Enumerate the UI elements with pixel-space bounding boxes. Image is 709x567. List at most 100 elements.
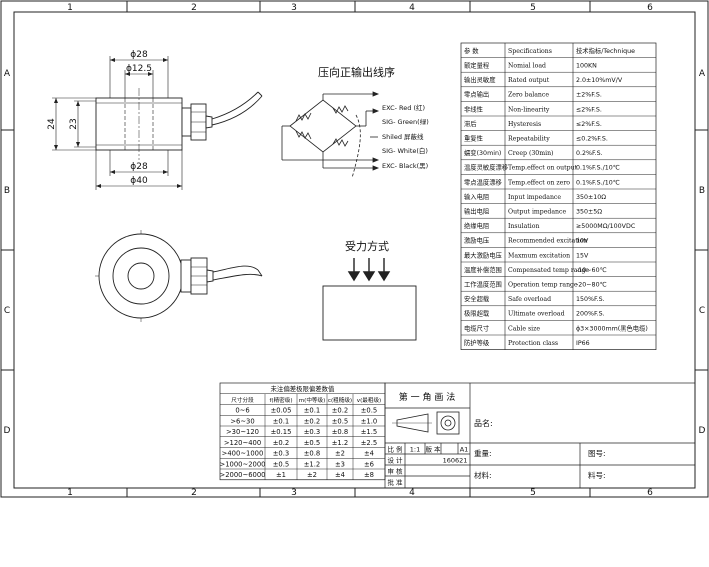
tolerance-cell: ±0.8	[304, 450, 321, 458]
material-label: 材料:	[474, 470, 492, 480]
ratio-value: 1:1	[410, 446, 420, 454]
ratio-label: 比 例	[387, 445, 402, 454]
spec-cell: 输出电阻	[464, 207, 490, 216]
tolerance-cell: ±4	[364, 450, 374, 458]
col-label-5: 5	[530, 3, 536, 13]
projection-label: 第 一 角 画 法	[399, 391, 455, 403]
tolerance-cell: ±0.5	[273, 460, 290, 468]
spec-cell: 非线性	[464, 104, 483, 113]
projection-symbol	[392, 411, 460, 435]
spec-cell: 额定量程	[464, 61, 490, 70]
spec-cell: 0.2%F.S.	[576, 150, 603, 157]
spec-cell: 350±5Ω	[576, 209, 602, 216]
spec-cell: 0.1%F.S./10℃	[576, 179, 620, 186]
wiring-title: 压向正输出线序	[318, 65, 395, 79]
col-label-5-bottom: 5	[530, 488, 536, 498]
spec-cell: 零点输出	[464, 90, 489, 99]
side-view-arrows	[54, 58, 182, 188]
spec-cell: ϕ3×3000mm(黑色电缆)	[576, 323, 648, 332]
tolerance-cell: ±1.2	[304, 460, 321, 468]
spec-cell: 0.1%F.S./10℃	[576, 165, 620, 172]
tolerance-cell: ±1.5	[361, 428, 378, 436]
spec-cell: -10~60℃	[576, 267, 607, 274]
dim-height-inner: 23	[69, 118, 79, 129]
spec-cell: 2.0±10%mV/V	[576, 77, 623, 84]
tolerance-cell: ±1	[276, 471, 286, 479]
tolerance-cell: >120~400	[224, 439, 261, 447]
spec-table: 参 数 Specifications 技术指标/Technique 额定量程 Nomia…	[464, 46, 648, 347]
spec-cell: 电缆尺寸	[464, 323, 489, 332]
spec-cell: 零点温度漂移	[464, 177, 502, 186]
spec-header-cell: 技术指标/Technique	[576, 46, 635, 55]
side-view	[95, 88, 263, 160]
tolerance-cell: ±4	[335, 471, 345, 479]
wheatstone-bridge	[281, 91, 380, 179]
tolerance-header-cell: 尺寸分段	[231, 396, 254, 404]
tolerance-cell: ±1.0	[361, 417, 378, 425]
row-label-c: C	[4, 306, 10, 316]
version-value: A1	[460, 446, 469, 454]
grid-rows: A B C D A B C D	[1, 69, 708, 436]
tolerance-cell: ±1.2	[332, 439, 349, 447]
spec-cell: 蠕变(30min)	[464, 148, 501, 157]
name-label: 品名:	[474, 418, 493, 428]
tolerance-header-cell: m(中等级)	[299, 396, 326, 404]
spec-cell: 输出灵敏度	[464, 75, 496, 84]
spec-cell: Output impedance	[508, 209, 567, 216]
tolerance-cell: ±0.05	[271, 407, 292, 415]
tolerance-cell: ±2.5	[361, 439, 378, 447]
wire-label-sig-white: SIG- White(白)	[382, 146, 428, 155]
spec-cell: Creep (30min)	[508, 150, 553, 157]
tolerance-cell: ±6	[364, 460, 374, 468]
date-value: 160621	[443, 457, 468, 465]
spec-cell: Input impedance	[508, 194, 561, 201]
load-title: 受力方式	[345, 239, 389, 253]
tolerance-cell: ±0.5	[361, 407, 378, 415]
spec-header-cell: 参 数	[464, 46, 479, 55]
col-label-2: 2	[191, 3, 197, 13]
part-no-label: 料号:	[588, 470, 606, 480]
row-label-c-right: C	[699, 306, 705, 316]
tolerance-title: 未注偏差极限偏差数值	[271, 384, 336, 393]
spec-cell: 100KN	[576, 63, 597, 70]
spec-cell: Temp.effect on zero	[508, 179, 570, 186]
tolerance-cell: ±0.5	[304, 439, 321, 447]
spec-cell: Temp.effect on output	[508, 165, 578, 172]
drawing-no-label: 图号:	[588, 449, 606, 458]
tolerance-header-cell: f(精密级)	[269, 396, 292, 404]
tolerance-cell: >2000~6000	[220, 471, 266, 479]
spec-cell: Maxmum excitation	[508, 252, 570, 259]
dim-height-outer: 24	[47, 118, 57, 130]
spec-cell: Operation temp range	[508, 282, 578, 289]
spec-header-cell: Specifications	[508, 48, 552, 55]
tolerance-cell: ±0.2	[273, 439, 290, 447]
spec-cell: 10V	[576, 238, 589, 245]
spec-cell: 200%F.S.	[576, 311, 605, 318]
spec-cell: 工作温度范围	[464, 280, 502, 289]
row-label-a-right: A	[699, 69, 706, 79]
spec-cell: IP66	[576, 340, 590, 347]
tolerance-cell: ±0.5	[332, 417, 349, 425]
tolerance-cell: ±2	[335, 450, 345, 458]
col-label-6: 6	[647, 3, 653, 13]
review-label: 审 核	[387, 467, 403, 476]
spec-cell: 输入电阻	[464, 192, 490, 201]
spec-cell: 绝缘电阻	[464, 221, 490, 230]
load-body	[322, 285, 417, 341]
tolerance-cell: 0~6	[235, 407, 249, 415]
col-label-6-bottom: 6	[647, 488, 653, 498]
spec-cell: Nomial load	[508, 63, 546, 70]
spec-cell: Compensated temp range	[508, 267, 589, 274]
tolerance-cell: ±0.3	[304, 428, 321, 436]
col-label-1: 1	[67, 3, 73, 13]
col-label-3-bottom: 3	[291, 488, 297, 498]
tolerance-cell: ±0.8	[332, 428, 349, 436]
top-view	[95, 230, 263, 322]
spec-cell: Recommended excitation	[508, 238, 587, 245]
row-label-b-right: B	[699, 186, 705, 196]
spec-cell: Cable size	[508, 325, 540, 332]
spec-cell: 最大激励电压	[464, 250, 502, 259]
wire-label-shield: Shiled 屏蔽线	[382, 132, 424, 141]
spec-cell: 安全超载	[464, 294, 490, 303]
